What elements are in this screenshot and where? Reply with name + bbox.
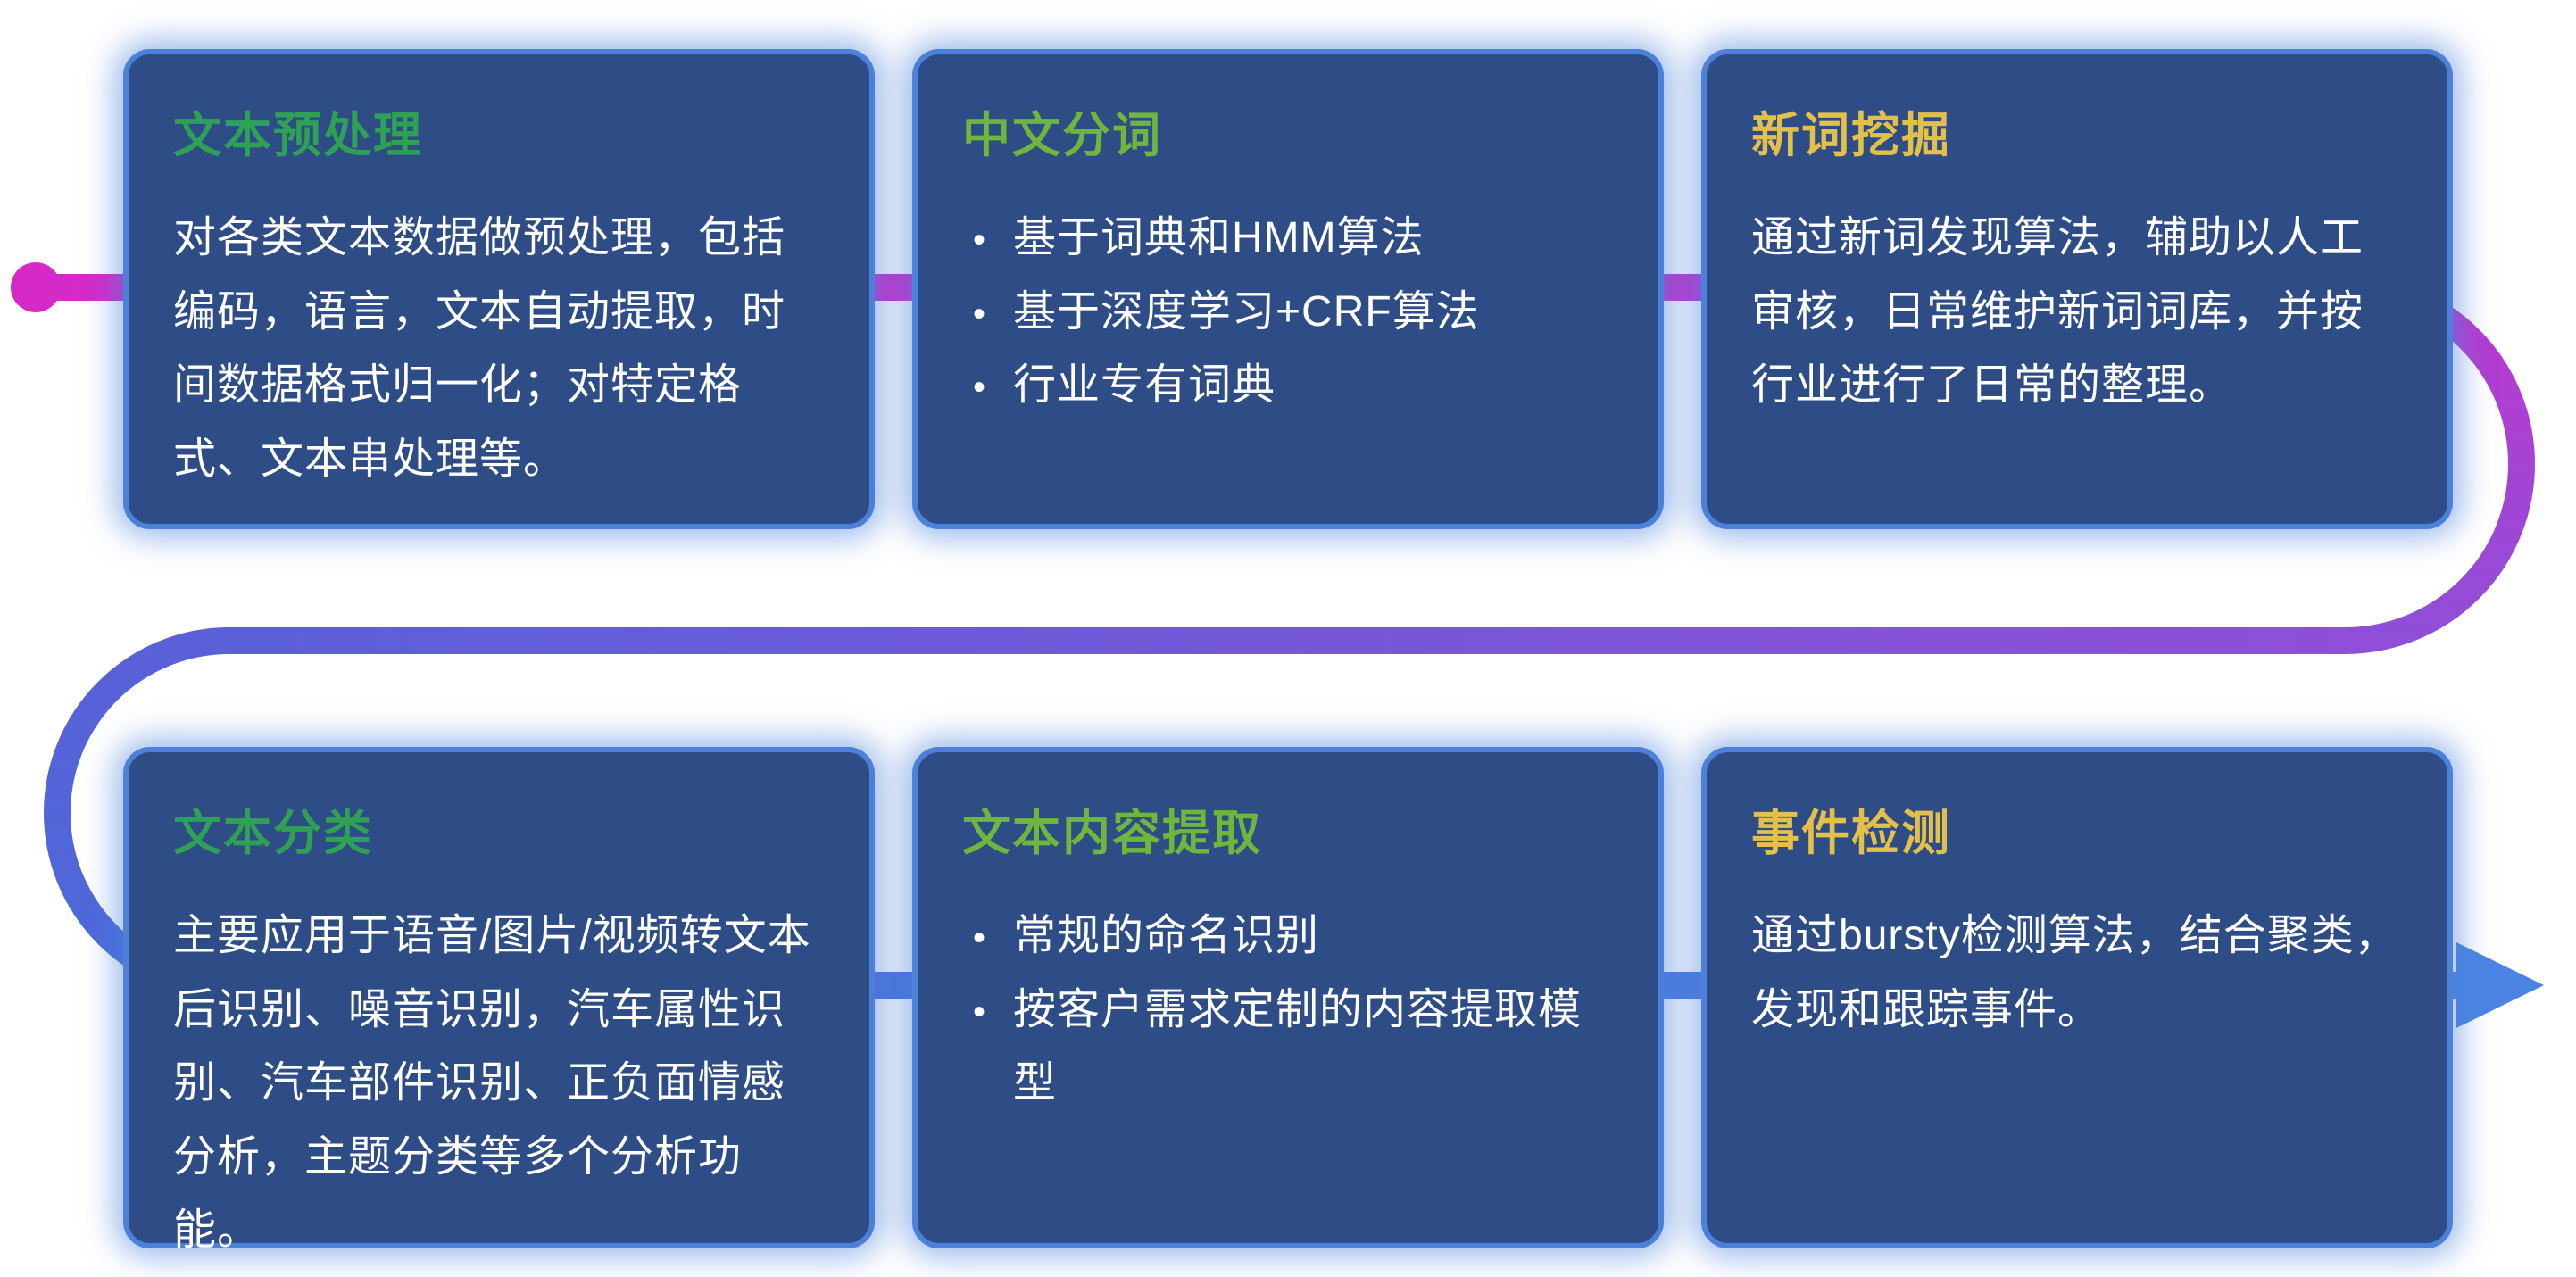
- bullet-item: 行业专有词典: [962, 349, 1614, 423]
- card-title: 事件检测: [1751, 807, 1951, 860]
- card-title: 文本分类: [173, 807, 373, 860]
- card-text-content-extraction: 文本内容提取 常规的命名识别 按客户需求定制的内容提取模型: [912, 747, 1664, 1248]
- card-body: 通过bursty检测算法，结合聚类，发现和跟踪事件。: [1751, 912, 2398, 1033]
- card-body: 对各类文本数据做预处理，包括编码，语言，文本自动提取，时间数据格式归一化；对特定…: [173, 214, 786, 483]
- card-event-detection: 事件检测 通过bursty检测算法，结合聚类，发现和跟踪事件。: [1701, 747, 2453, 1248]
- card-body: 主要应用于语音/图片/视频转文本后识别、噪音识别，汽车属性识别、汽车部件识别、正…: [173, 912, 811, 1255]
- bullet-item: 基于词典和HMM算法: [962, 202, 1614, 276]
- card-title: 文本内容提取: [962, 807, 1262, 860]
- card-title: 新词挖掘: [1751, 109, 1951, 162]
- bullet-item: 按客户需求定制的内容提取模型: [962, 974, 1614, 1121]
- bullet-item: 常规的命名识别: [962, 900, 1614, 974]
- card-title: 中文分词: [962, 109, 1162, 162]
- card-title: 文本预处理: [173, 109, 423, 162]
- card-bullet-list: 基于词典和HMM算法 基于深度学习+CRF算法 行业专有词典: [962, 202, 1614, 423]
- card-bullet-list: 常规的命名识别 按客户需求定制的内容提取模型: [962, 900, 1614, 1121]
- flow-start-dot: [11, 262, 61, 312]
- flow-arrow-icon: [2456, 942, 2544, 1028]
- card-chinese-word-segmentation: 中文分词 基于词典和HMM算法 基于深度学习+CRF算法 行业专有词典: [912, 49, 1664, 529]
- card-body: 通过新词发现算法，辅助以人工审核，日常维护新词词库，并按行业进行了日常的整理。: [1751, 214, 2364, 410]
- card-new-word-mining: 新词挖掘 通过新词发现算法，辅助以人工审核，日常维护新词词库，并按行业进行了日常…: [1701, 49, 2453, 529]
- card-text-preprocessing: 文本预处理 对各类文本数据做预处理，包括编码，语言，文本自动提取，时间数据格式归…: [123, 49, 875, 529]
- card-text-classification: 文本分类 主要应用于语音/图片/视频转文本后识别、噪音识别，汽车属性识别、汽车部…: [123, 747, 875, 1254]
- bullet-item: 基于深度学习+CRF算法: [962, 276, 1614, 350]
